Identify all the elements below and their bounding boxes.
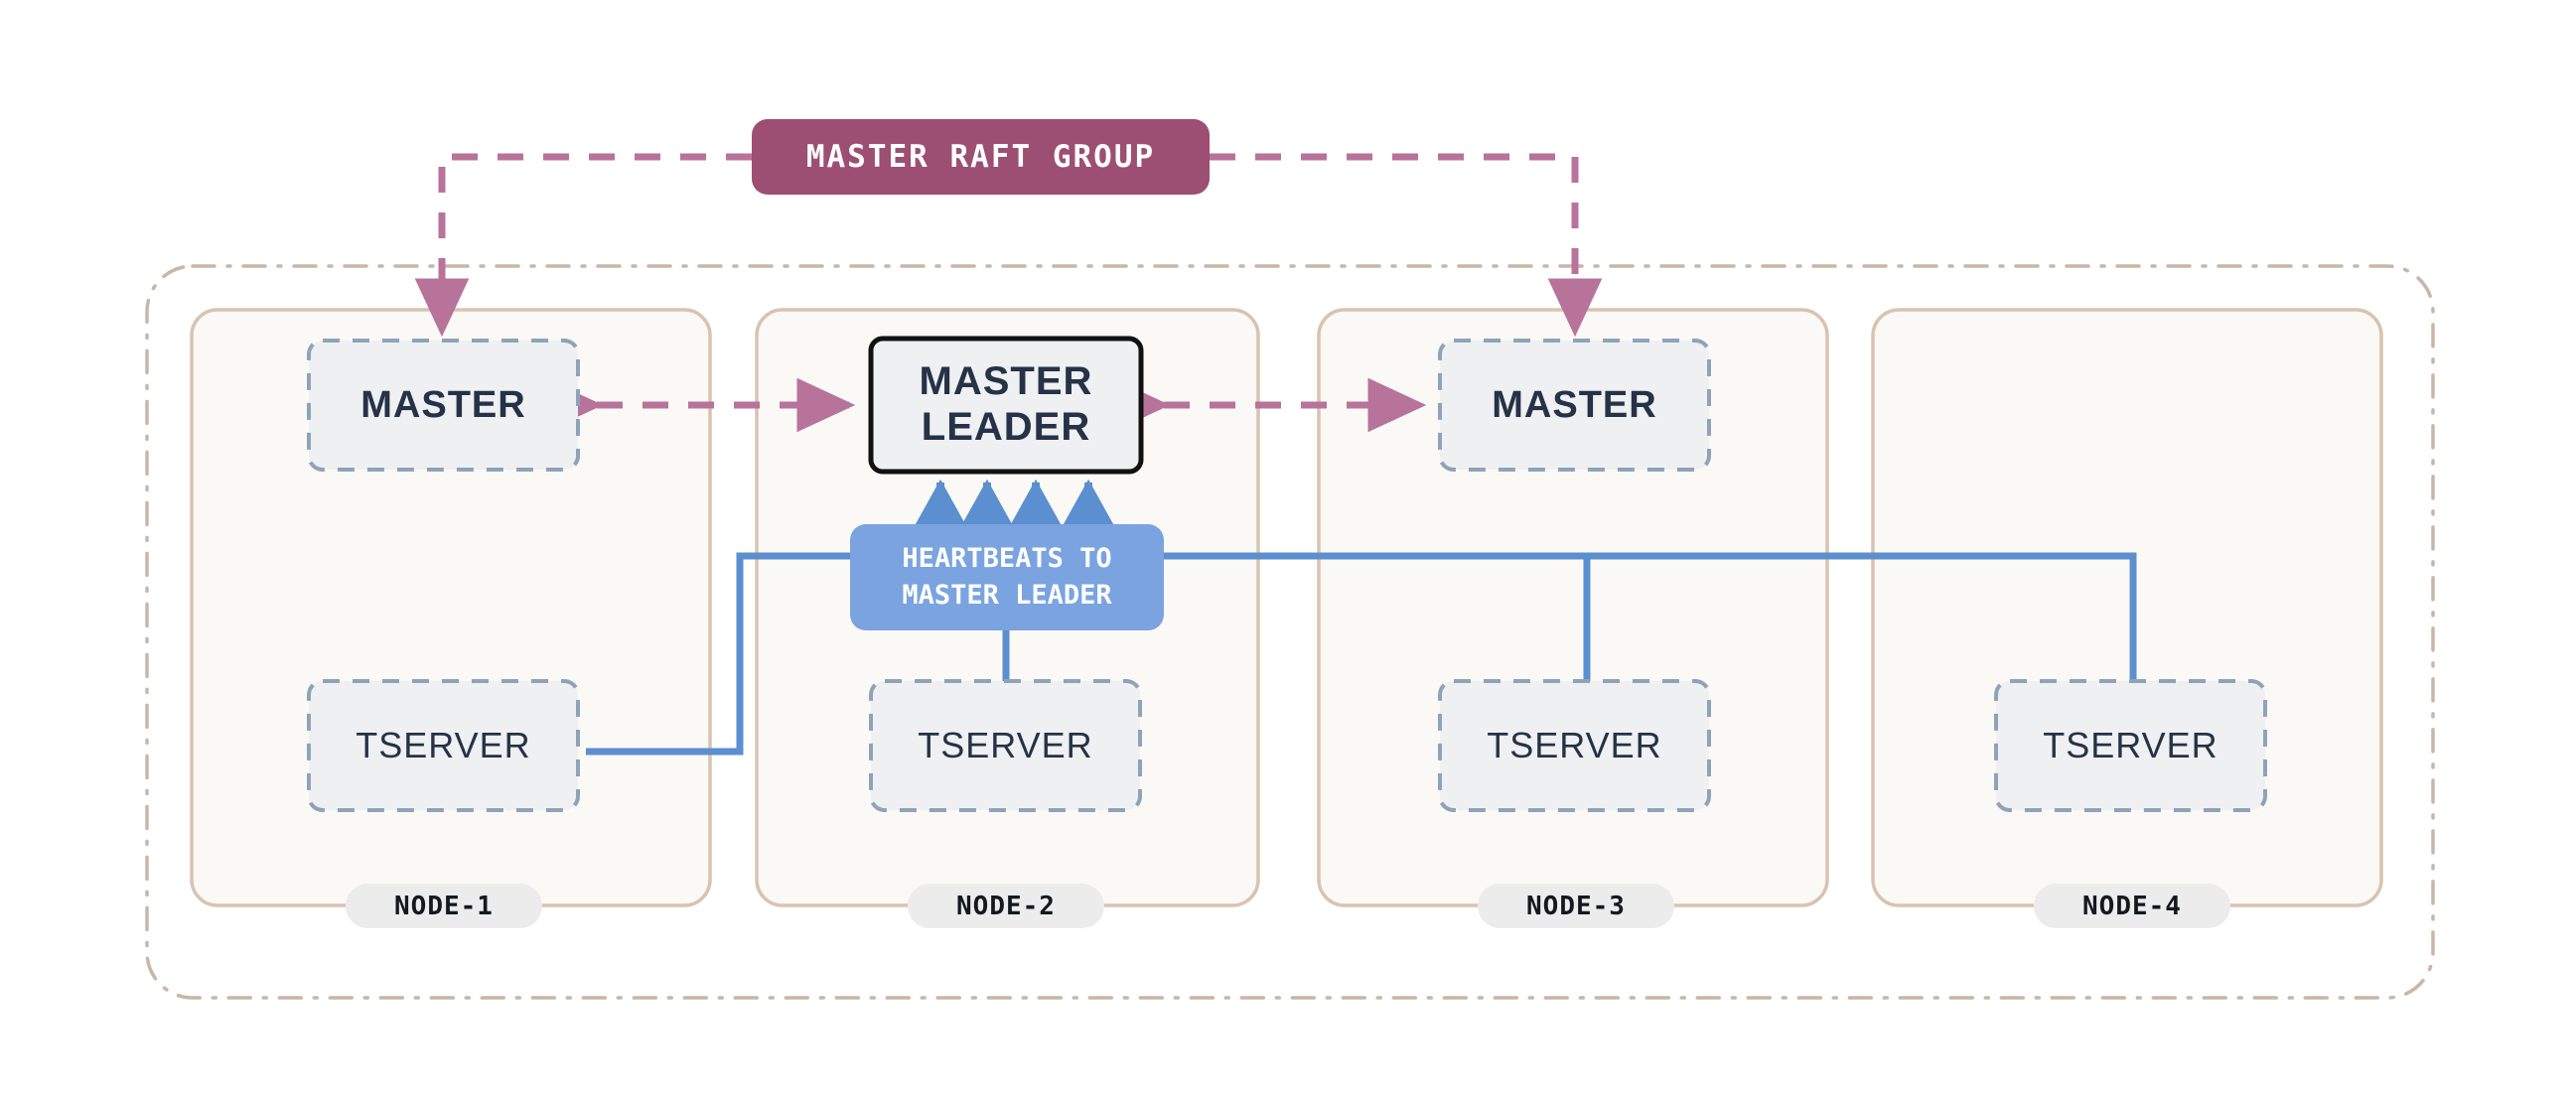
node-pill-2	[908, 884, 1104, 928]
raft-link-node1	[414, 153, 752, 338]
tserver-box-node2[interactable]	[869, 679, 1142, 812]
heartbeat-line-node4	[1587, 552, 2137, 681]
tserver-box-node3[interactable]	[1438, 679, 1711, 812]
node-pill-3	[1478, 884, 1674, 928]
cluster-container	[145, 264, 2435, 1000]
master-leader-box[interactable]	[868, 336, 1144, 475]
tserver-box-node1[interactable]	[307, 679, 580, 812]
heartbeat-line-node1	[586, 552, 850, 756]
master-box-node1[interactable]	[307, 339, 580, 472]
raft-link-node3	[1210, 153, 1603, 338]
node-pill-1	[346, 884, 542, 928]
tserver-box-node4[interactable]	[1994, 679, 2267, 812]
node-pill-4	[2034, 884, 2230, 928]
heartbeats-pill[interactable]	[850, 524, 1164, 630]
master-raft-group-pill[interactable]	[752, 119, 1210, 195]
node-panel-4	[1871, 308, 2383, 907]
master-box-node3[interactable]	[1438, 339, 1711, 472]
